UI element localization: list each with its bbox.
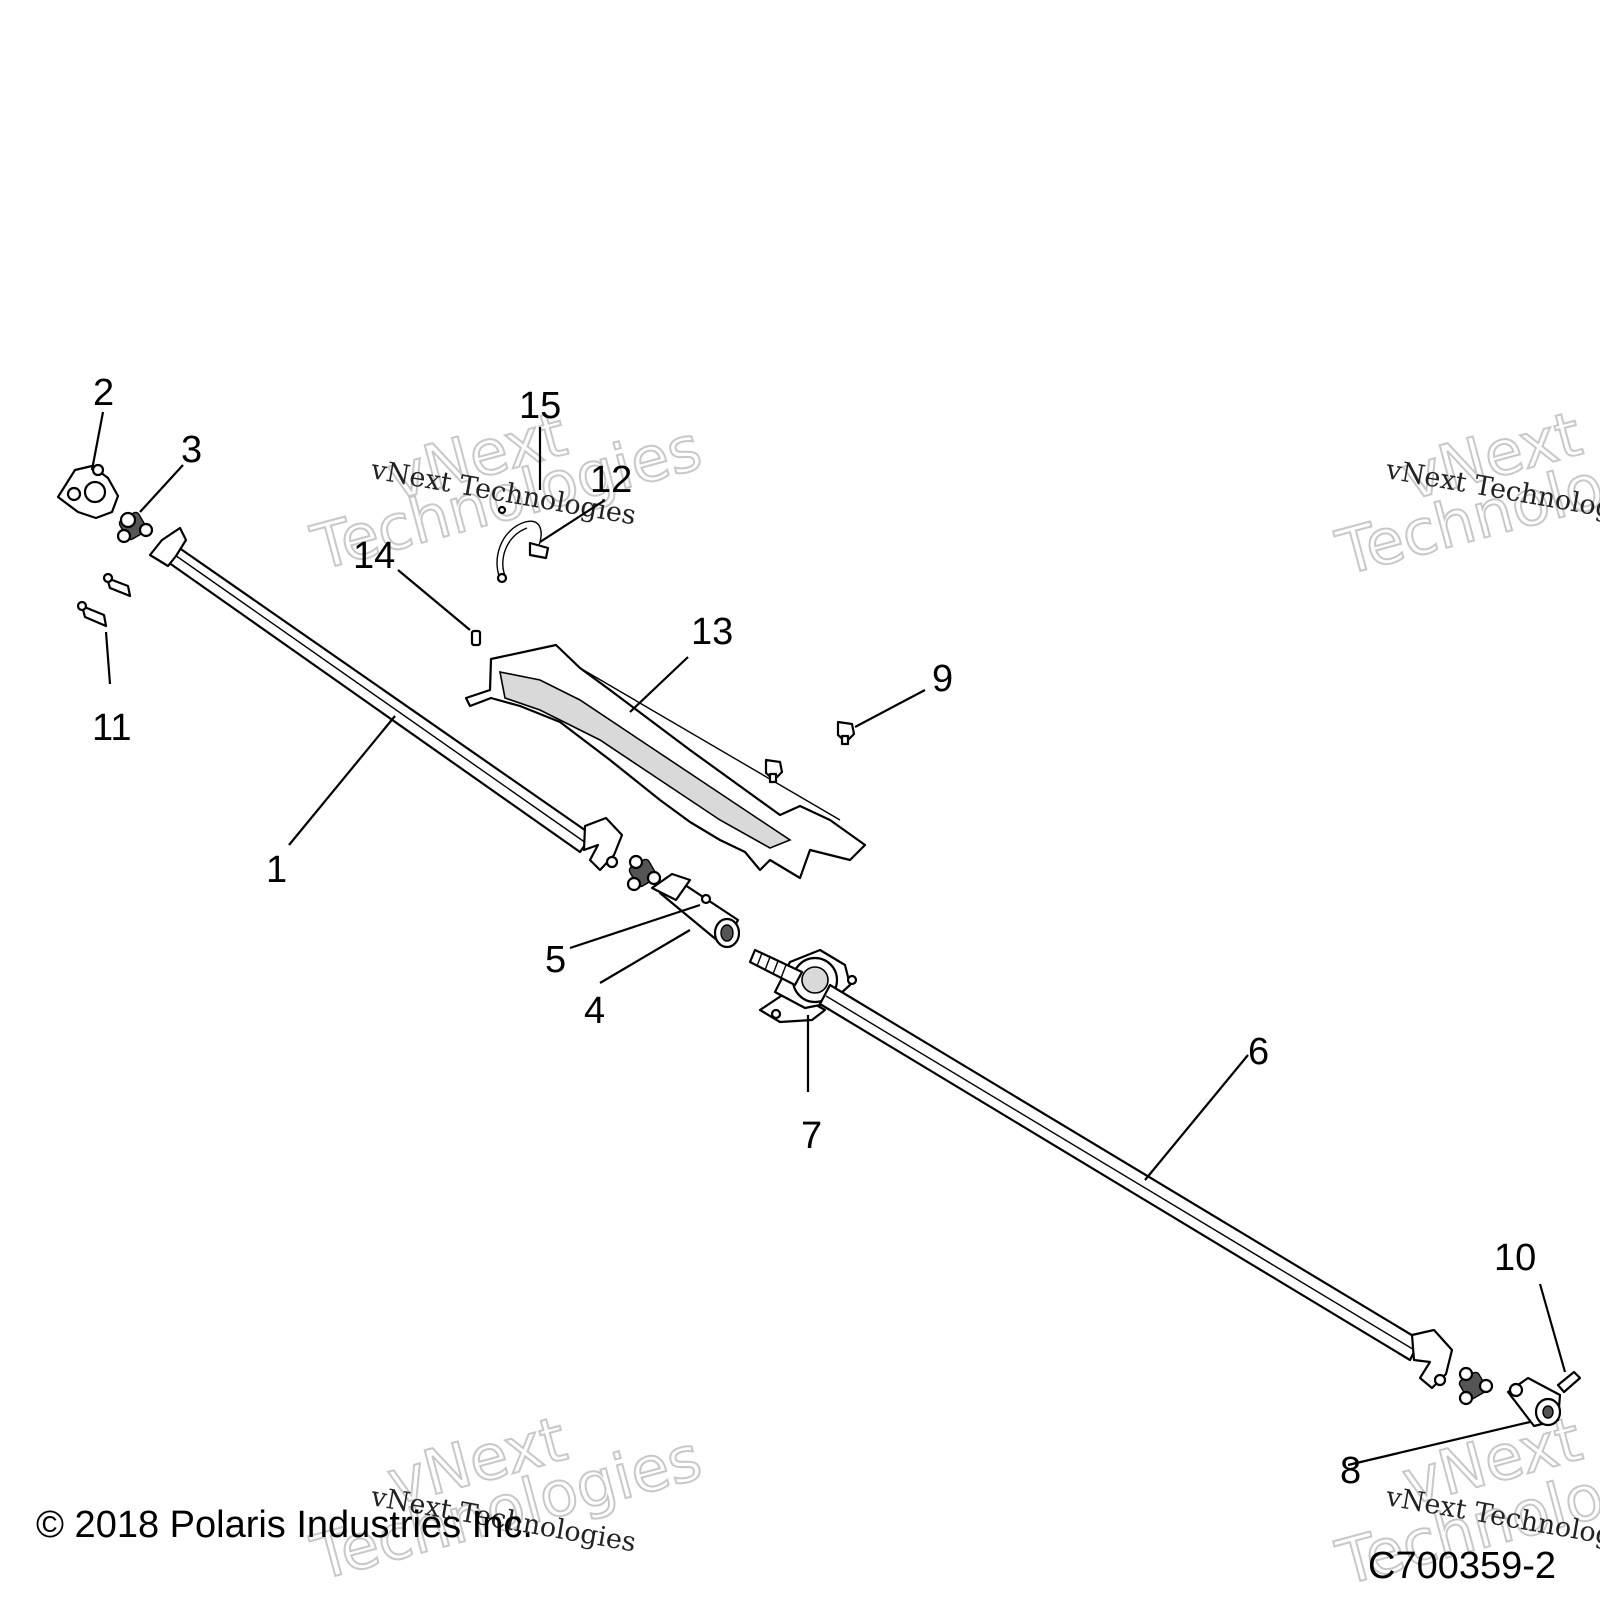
leader-11 bbox=[104, 631, 112, 685]
part-3-u-joint bbox=[116, 511, 154, 544]
part-2-flange-yoke bbox=[56, 463, 120, 520]
watermark-bottom-center: vNext Technologies vNext Technologies bbox=[303, 1401, 710, 1596]
callout-8: 8 bbox=[1340, 1450, 1361, 1492]
leader-5 bbox=[569, 903, 701, 950]
part-10-pin bbox=[1556, 1370, 1582, 1394]
center-u-joint bbox=[626, 854, 662, 892]
callout-12: 12 bbox=[590, 459, 632, 501]
callout-13: 13 bbox=[691, 611, 733, 653]
part-1-front-shaft bbox=[148, 526, 624, 872]
leader-6 bbox=[1144, 1054, 1249, 1181]
leader-3 bbox=[139, 464, 184, 513]
leader-9 bbox=[854, 689, 926, 728]
callout-11: 11 bbox=[92, 707, 131, 749]
leader-4 bbox=[599, 929, 691, 984]
leader-1 bbox=[288, 715, 396, 846]
callout-2: 2 bbox=[93, 372, 114, 414]
callout-5: 5 bbox=[545, 939, 566, 981]
leader-10 bbox=[1538, 1283, 1567, 1373]
leader-8 bbox=[1347, 1420, 1531, 1467]
callout-9: 9 bbox=[932, 658, 953, 700]
part-15-clamp bbox=[496, 505, 542, 584]
callout-14: 14 bbox=[353, 535, 395, 577]
part-6-rear-shaft bbox=[748, 948, 1454, 1390]
part-14-bolt bbox=[470, 629, 482, 647]
callout-numbers: 1 2 3 4 5 6 7 8 9 10 11 12 13 14 15 bbox=[92, 372, 1536, 1492]
part-4-slip-yoke bbox=[650, 872, 741, 949]
part-11-fittings bbox=[76, 572, 132, 628]
callout-7: 7 bbox=[801, 1115, 822, 1157]
callout-4: 4 bbox=[584, 990, 605, 1032]
callout-3: 3 bbox=[181, 429, 202, 471]
leader-13 bbox=[629, 656, 689, 713]
watermark-top-right: vNext Technologies vNext Technologies bbox=[1328, 396, 1600, 591]
callout-1: 1 bbox=[266, 849, 287, 891]
leader-14 bbox=[397, 569, 471, 631]
rear-u-joint bbox=[1458, 1366, 1494, 1406]
part-9-bolts bbox=[764, 720, 856, 784]
part-8-rear-yoke bbox=[1506, 1376, 1562, 1428]
leader-12 bbox=[539, 499, 606, 543]
part-13-heat-shield bbox=[464, 643, 867, 880]
copyright-notice: © 2018 Polaris Industries Inc. bbox=[36, 1504, 533, 1546]
part-5-grease-fitting bbox=[700, 893, 712, 905]
callout-6: 6 bbox=[1248, 1031, 1269, 1073]
leader-lines bbox=[90, 411, 1567, 1467]
callout-15: 15 bbox=[519, 385, 561, 427]
callout-10: 10 bbox=[1494, 1237, 1536, 1279]
part-12-clip bbox=[528, 541, 550, 560]
leader-2 bbox=[90, 411, 105, 471]
drawing-code: C700359-2 bbox=[1368, 1545, 1556, 1587]
